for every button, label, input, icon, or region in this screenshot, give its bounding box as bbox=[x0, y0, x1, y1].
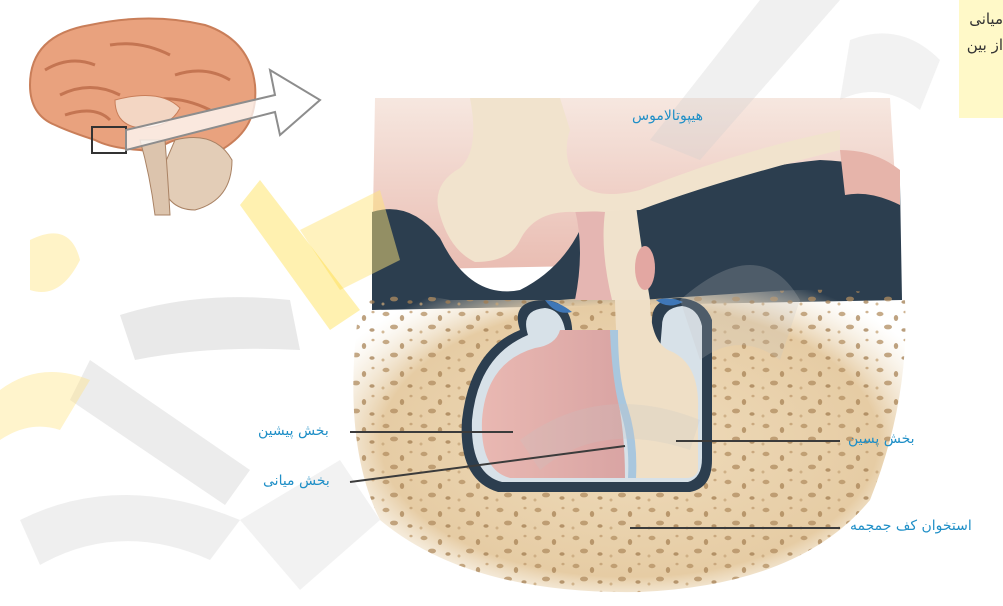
label-hypothalamus: هیپوتالاموس bbox=[632, 108, 703, 124]
label-skull-base: استخوان کف جمجمه bbox=[850, 518, 972, 534]
side-text-line-1: میانی bbox=[959, 6, 1003, 32]
label-posterior-lobe: بخش پسین bbox=[848, 431, 915, 447]
side-text-line-2: از بین bbox=[959, 32, 1003, 58]
label-anterior-lobe: بخش پیشین bbox=[258, 423, 329, 439]
label-middle-lobe: بخش میانی bbox=[263, 473, 330, 489]
side-text-fragment: میانی از بین bbox=[959, 0, 1003, 118]
pituitary-cross-section bbox=[353, 98, 905, 592]
brain-sagittal-icon bbox=[30, 19, 320, 216]
